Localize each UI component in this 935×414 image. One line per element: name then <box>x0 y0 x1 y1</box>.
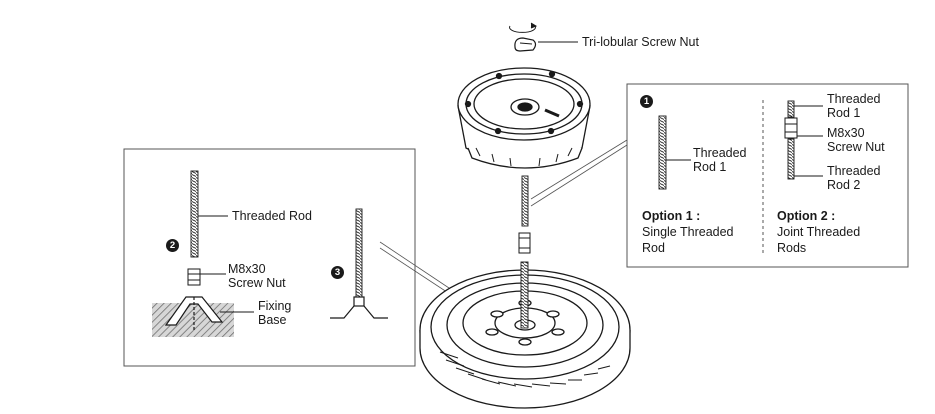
central-nut <box>518 232 531 254</box>
option2-rod1 <box>787 100 795 118</box>
label-fixing-base-line2: Base <box>258 313 287 327</box>
threaded-rod-3 <box>355 208 363 298</box>
label-fixing-base-line1: Fixing <box>258 299 292 313</box>
callout-line <box>530 139 628 200</box>
m8x30-nut-left <box>187 268 201 286</box>
step-badge-3: 3 <box>331 266 344 279</box>
label-threaded-rod: Threaded Rod <box>232 209 312 223</box>
tri-lobular-nut <box>514 37 537 52</box>
option2-nut-label-line2: Screw Nut <box>827 140 885 154</box>
option2-rod1-label-line1: Threaded <box>827 92 881 106</box>
step-badge-1: 1 <box>640 95 653 108</box>
step-badge-2: 2 <box>166 239 179 252</box>
option2-rod2 <box>787 138 795 180</box>
hatched-floor <box>152 303 234 337</box>
fixing-base-bracket <box>164 296 224 330</box>
wheel-rod <box>520 261 529 329</box>
option1-title: Option 1 : <box>642 209 701 223</box>
label-m8x30-line2: Screw Nut <box>228 276 286 290</box>
option1-rod <box>658 115 667 190</box>
option2-rod1-label-line2: Rod 1 <box>827 106 861 120</box>
callout-line <box>530 144 628 207</box>
rotation-arrow-icon <box>509 22 538 33</box>
option2-rod2-label-line2: Rod 2 <box>827 178 861 192</box>
option2-nut-label-line1: M8x30 <box>827 126 865 140</box>
option1-desc-line2: Rod <box>642 241 665 255</box>
label-m8x30-line1: M8x30 <box>228 262 266 276</box>
option2-desc-line1: Joint Threaded <box>777 225 861 239</box>
right-panel <box>626 83 909 268</box>
step3-bracket <box>330 296 388 319</box>
option1-rod-label-line2: Rod 1 <box>693 160 727 174</box>
subwoofer <box>457 67 591 169</box>
option2-desc-line2: Rods <box>777 241 807 255</box>
threaded-rod-2 <box>190 170 199 258</box>
label-tri-lobular-nut: Tri-lobular Screw Nut <box>582 35 699 49</box>
option1-desc-line1: Single Threaded <box>642 225 734 239</box>
upper-rod <box>521 175 529 227</box>
option2-nut <box>784 117 798 139</box>
option2-rod2-label-line1: Threaded <box>827 164 881 178</box>
option1-rod-label-line1: Threaded <box>693 146 747 160</box>
option2-title: Option 2 : <box>777 209 836 223</box>
